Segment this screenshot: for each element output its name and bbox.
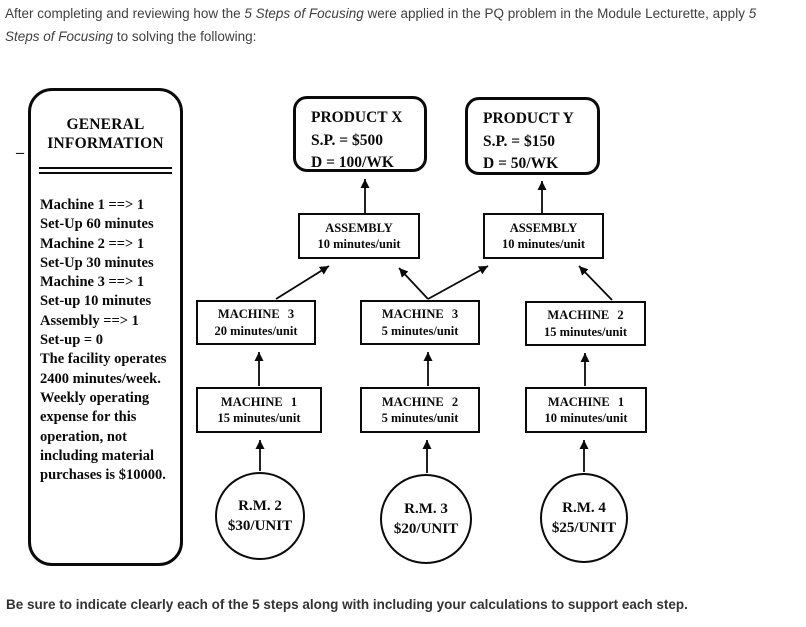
info-line: Machine 1 ==> 1 bbox=[40, 197, 145, 213]
raw-material-name: R.M. 2 bbox=[238, 497, 282, 514]
double-rule bbox=[39, 167, 172, 174]
process-rate: 10 minutes/unit bbox=[501, 237, 585, 251]
raw-material-cost: $30/UNIT bbox=[227, 518, 293, 534]
raw-material-3-circle: R.M. 3 $20/UNIT bbox=[380, 474, 472, 564]
machine2-box-middle: MACHINE 2 5 minutes/unit bbox=[360, 387, 480, 433]
info-line: Assembly ==> 1 bbox=[40, 312, 139, 329]
process-rate: 20 minutes/unit bbox=[214, 323, 298, 338]
raw-material-4-circle: R.M. 4 $25/UNIT bbox=[540, 473, 628, 563]
info-line: 2400 minutes/week. bbox=[40, 370, 161, 387]
intro-paragraph: After completing and reviewing how the 5… bbox=[5, 2, 806, 48]
process-rate: 5 minutes/unit bbox=[381, 323, 459, 338]
process-rate: 10 minutes/unit bbox=[544, 411, 628, 425]
info-line: Set-Up 30 minutes bbox=[40, 254, 154, 271]
info-line: purchases is $10000. bbox=[40, 467, 166, 484]
process-name: ASSEMBLY bbox=[509, 220, 578, 235]
assembly-left-box: ASSEMBLY 10 minutes/unit bbox=[298, 213, 420, 259]
process-name: MACHINE 2 bbox=[381, 394, 459, 409]
raw-material-cost: $20/UNIT bbox=[393, 521, 459, 537]
info-line: Machine 2 ==> 1 bbox=[40, 235, 145, 252]
info-line: expense for this bbox=[40, 409, 137, 426]
intro-text: were applied in the PQ problem in the Mo… bbox=[363, 6, 749, 21]
product-x-box: PRODUCT X S.P. = $500 D = 100/WK bbox=[293, 96, 427, 172]
info-line: Machine 3 ==> 1 bbox=[40, 274, 145, 291]
machine3-box-left: MACHINE 3 20 minutes/unit bbox=[196, 300, 316, 345]
assembly-right-box: ASSEMBLY 10 minutes/unit bbox=[483, 213, 604, 259]
info-line: The facility operates bbox=[40, 351, 167, 368]
general-information-body: Machine 1 ==> 1 Set-Up 60 minutes Machin… bbox=[40, 196, 176, 485]
process-name: MACHINE 3 bbox=[381, 307, 459, 321]
intro-text: to solving the following: bbox=[113, 29, 257, 44]
info-line: Set-up 10 minutes bbox=[40, 293, 152, 310]
title-line: GENERAL bbox=[66, 116, 145, 133]
process-rate: 5 minutes/unit bbox=[381, 411, 459, 425]
process-rate: 15 minutes/unit bbox=[217, 411, 301, 425]
intro-italic-phrase: 5 bbox=[748, 6, 757, 21]
list-dash: – bbox=[16, 144, 24, 161]
info-line: Set-Up 60 minutes bbox=[40, 216, 154, 233]
process-name: MACHINE 1 bbox=[547, 394, 625, 409]
process-name: MACHINE 2 bbox=[547, 308, 624, 322]
product-y-box: PRODUCT Y S.P. = $150 D = 50/WK bbox=[465, 97, 600, 175]
process-name: ASSEMBLY bbox=[325, 220, 393, 235]
process-name: MACHINE 1 bbox=[220, 394, 298, 409]
raw-material-name: R.M. 3 bbox=[404, 500, 448, 517]
info-line: including material bbox=[40, 447, 154, 464]
product-demand: D = 50/WK bbox=[483, 155, 559, 172]
product-demand: D = 100/WK bbox=[311, 154, 394, 171]
process-rate: 15 minutes/unit bbox=[543, 324, 627, 339]
title-line: INFORMATION bbox=[47, 135, 164, 152]
raw-material-2-circle: R.M. 2 $30/UNIT bbox=[215, 472, 305, 560]
intro-italic-phrase: Steps of Focusing bbox=[5, 29, 114, 44]
general-information-panel: GENERAL INFORMATION Machine 1 ==> 1 Set-… bbox=[28, 88, 183, 566]
general-information-title: GENERAL INFORMATION bbox=[31, 115, 180, 153]
machine1-box-right: MACHINE 1 10 minutes/unit bbox=[525, 387, 647, 433]
product-selling-price: S.P. = $500 bbox=[311, 131, 383, 149]
instruction-note: Be sure to indicate clearly each of the … bbox=[6, 597, 688, 612]
machine3-box-middle: MACHINE 3 5 minutes/unit bbox=[360, 300, 480, 345]
process-name: MACHINE 3 bbox=[217, 307, 295, 321]
product-name: PRODUCT Y bbox=[483, 110, 574, 127]
machine2-box-right: MACHINE 2 15 minutes/unit bbox=[525, 301, 646, 346]
product-selling-price: S.P. = $150 bbox=[483, 132, 555, 150]
intro-text: After completing and reviewing how the bbox=[5, 6, 245, 21]
machine1-box-left: MACHINE 1 15 minutes/unit bbox=[196, 387, 322, 433]
intro-italic-phrase: 5 Steps of Focusing bbox=[244, 6, 364, 21]
product-name: PRODUCT X bbox=[311, 109, 403, 126]
info-line: Set-up = 0 bbox=[40, 332, 104, 349]
raw-material-cost: $25/UNIT bbox=[551, 520, 617, 536]
info-line: operation, not bbox=[40, 428, 127, 445]
process-rate: 10 minutes/unit bbox=[317, 237, 401, 251]
raw-material-name: R.M. 4 bbox=[562, 499, 606, 516]
info-line: Weekly operating bbox=[40, 389, 150, 406]
